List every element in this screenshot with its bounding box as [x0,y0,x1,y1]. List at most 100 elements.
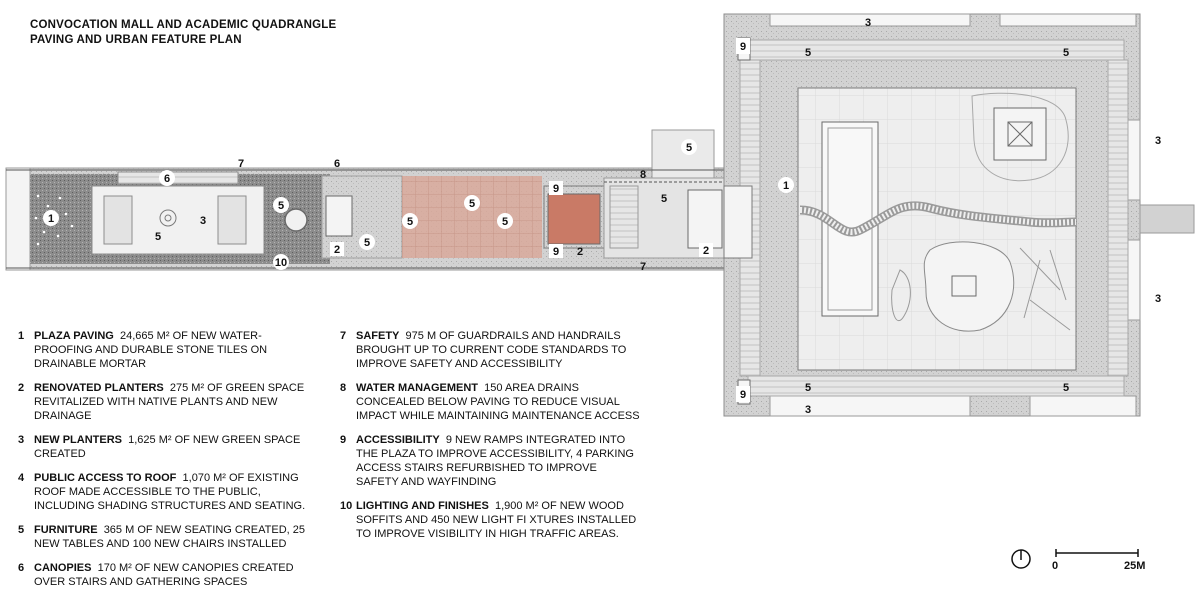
marker-5l: 5 [1063,382,1069,394]
legend-number: 9 [340,434,347,446]
marker-9c: 9 [736,38,750,54]
legend-text: 9 NEW RAMPS INTEGRATED INTO THE PLAZA TO… [356,434,634,488]
academic-quadrangle [723,13,1195,417]
quad-garden-path-edge [799,202,1077,235]
convocation-mall [5,129,727,271]
svg-text:9: 9 [740,41,746,53]
marker-9d: 9 [736,386,750,402]
marker-5c: 5 [402,213,418,229]
marker-9a: 9 [549,181,563,195]
marker-5d: 5 [464,195,480,211]
legend-text: 1,900 M² OF NEW WOOD SOFFITS AND 450 NEW… [356,500,637,540]
mall-east-stairs [609,185,639,249]
legend-column-2: 7 SAFETY 975 M OF GUARDRAILS AND HANDRAIL… [340,329,640,551]
quad-east-planter-2 [1127,239,1141,321]
quad-tree-canopy-north [971,92,1069,182]
marker-1a: 1 [43,210,59,226]
marker-8: 8 [640,169,646,181]
legend-heading: RENOVATED PLANTERS [34,382,164,394]
legend-heading: ACCESSIBILITY [356,434,440,446]
legend-text: 975 M OF GUARDRAILS AND HANDRAILS BROUGH… [356,330,627,370]
svg-text:5: 5 [364,237,370,249]
mall-fountain [159,209,177,227]
legend-number: 10 [340,500,353,512]
mall-planter-east [217,195,247,245]
legend-item-9: 9 ACCESSIBILITY 9 NEW RAMPS INTEGRATED IN… [340,433,640,489]
legend-text: 275 M² OF GREEN SPACE REVITALIZED WITH N… [34,382,305,422]
marker-2c: 2 [699,243,713,257]
svg-text:10: 10 [275,257,287,269]
marker-5e: 5 [497,213,513,229]
mall-service-building [651,129,715,179]
legend-text: 1,070 M² OF EXISTING ROOF MADE ACCESSIBL… [34,472,306,512]
svg-text:5: 5 [407,216,413,228]
quad-south-planter-2 [1029,395,1137,417]
svg-text:6: 6 [164,173,170,185]
svg-text:5: 5 [278,200,284,212]
legend-text: 24,665 M² OF NEW WATER-PROOFING AND DURA… [34,330,268,370]
svg-text:1: 1 [783,180,789,192]
red-planter-block [547,193,601,245]
marker-3c: 3 [1155,135,1161,147]
marker-5f: 5 [681,139,697,155]
marker-7a: 7 [238,158,244,170]
svg-text:5: 5 [502,216,508,228]
north-arrow-icon [1011,549,1031,569]
legend-item-5: 5 FURNITURE 365 M OF NEW SEATING CREATED,… [18,523,318,551]
svg-text:2: 2 [703,245,709,257]
quad-north-planter-2 [999,13,1137,27]
legend-number: 3 [18,434,25,446]
scale-zero-label: 0 [1052,560,1059,572]
svg-text:9: 9 [553,246,559,258]
legend-number: 7 [340,330,347,342]
marker-2b: 2 [577,246,583,258]
mall-round-feature [284,208,308,232]
legend-number: 5 [18,524,25,536]
red-paving-field [402,176,542,258]
mall-canopy [117,171,239,185]
legend-heading: FURNITURE [34,524,98,536]
legend-text: 1,625 M² OF NEW GREEN SPACE CREATED [34,434,301,460]
marker-3a: 3 [200,215,206,227]
legend-heading: SAFETY [356,330,400,342]
quad-tree-canopy-west [891,269,911,322]
svg-text:5: 5 [469,198,475,210]
marker-2a: 2 [330,242,344,256]
marker-3d: 3 [1155,293,1161,305]
quad-east-planter-1 [1127,119,1141,201]
legend-text: 150 AREA DRAINS CONCEALED BELOW PAVING T… [356,382,640,422]
legend-heading: LIGHTING AND FINISHES [356,500,489,512]
legend-heading: CANOPIES [34,562,92,574]
plan-title-line-1: CONVOCATION MALL AND ACADEMIC QUADRANGLE [30,19,337,31]
mall-east-ramp [687,189,723,249]
marker-7b: 7 [640,261,646,273]
marker-5g: 5 [155,231,161,243]
marker-1b: 1 [778,177,794,193]
legend-text: 365 M OF NEW SEATING CREATED, 25 NEW TAB… [34,524,305,550]
svg-text:9: 9 [740,389,746,401]
marker-9b: 9 [549,244,563,258]
svg-text:1: 1 [48,213,54,225]
marker-5j: 5 [1063,47,1069,59]
mall-planter-west [103,195,133,245]
legend-number: 8 [340,382,347,394]
marker-3e: 3 [805,404,811,416]
svg-text:2: 2 [334,244,340,256]
quad-pavilion-roof [1007,121,1033,147]
marker-3b: 3 [865,17,871,29]
quad-pavilion-inner [1007,121,1033,147]
quad-east-path [1139,204,1195,234]
mall-fountain-core [164,214,172,222]
svg-text:9: 9 [553,183,559,195]
mall-west-entry [5,167,31,271]
quad-bench-band-east [1107,59,1129,377]
site-plan: 1 5 5 5 5 5 5 1 6 10 2 9 9 9 9 2 3 5 7 6… [5,13,1195,569]
